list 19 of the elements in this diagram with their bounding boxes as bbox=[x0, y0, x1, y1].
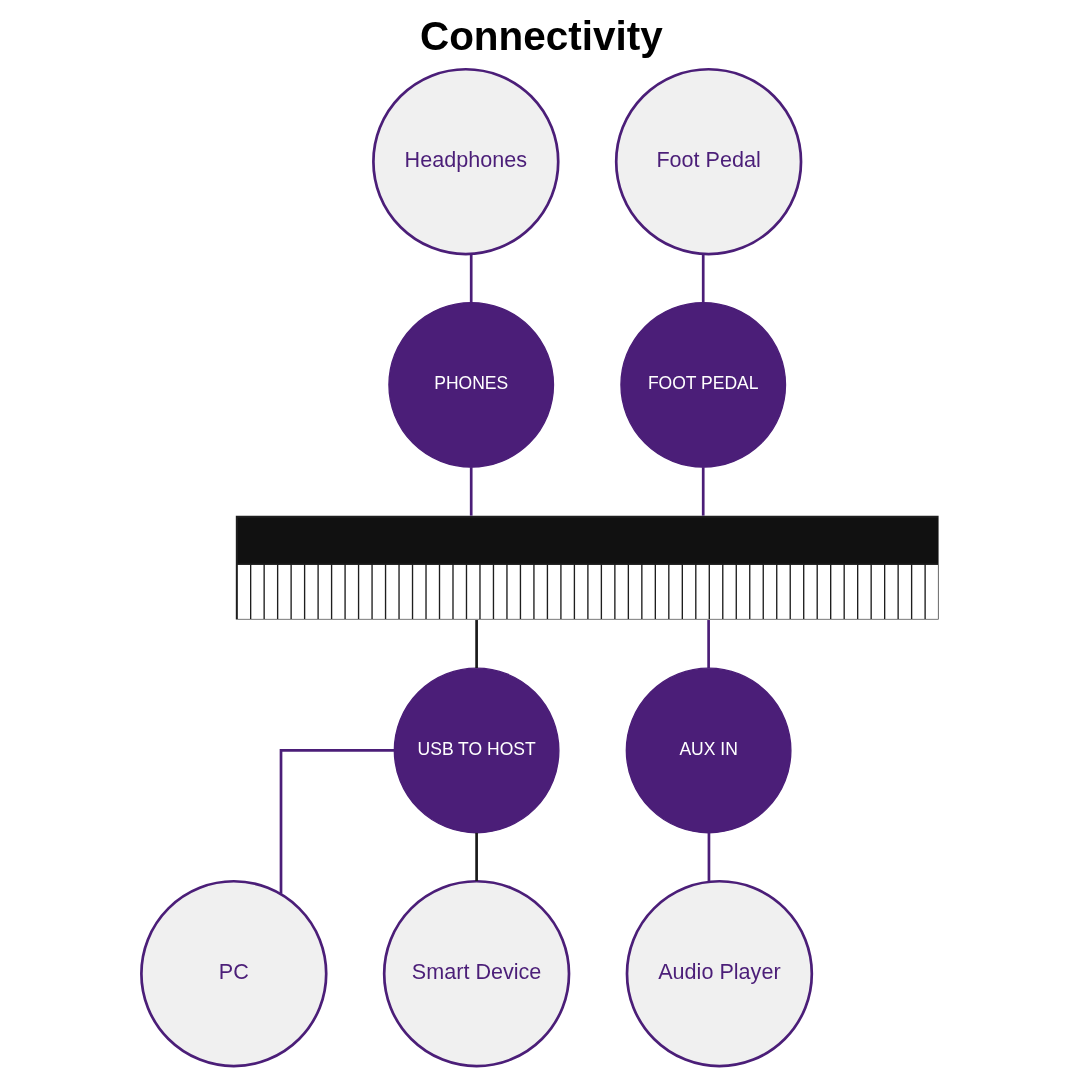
connector bbox=[707, 832, 711, 882]
node-circle: Audio Player bbox=[625, 879, 814, 1068]
connector bbox=[279, 749, 395, 894]
connector bbox=[701, 467, 705, 516]
node-circle: Foot Pedal bbox=[614, 67, 803, 256]
node-circle: Smart Device bbox=[382, 879, 571, 1068]
diagram-title: Connectivity bbox=[419, 13, 663, 60]
node-circle: USB TO HOST bbox=[393, 667, 560, 834]
node-circle: PHONES bbox=[388, 301, 555, 468]
connector bbox=[475, 832, 478, 881]
node-circle: AUX IN bbox=[625, 667, 792, 834]
node-circle: PC bbox=[140, 879, 328, 1068]
connector bbox=[707, 620, 710, 669]
node-circle: FOOT PEDAL bbox=[620, 301, 787, 468]
connector bbox=[475, 620, 478, 669]
node-circle: Headphones bbox=[372, 67, 560, 256]
connector bbox=[469, 467, 473, 516]
connector bbox=[701, 254, 705, 303]
connector bbox=[469, 254, 473, 303]
